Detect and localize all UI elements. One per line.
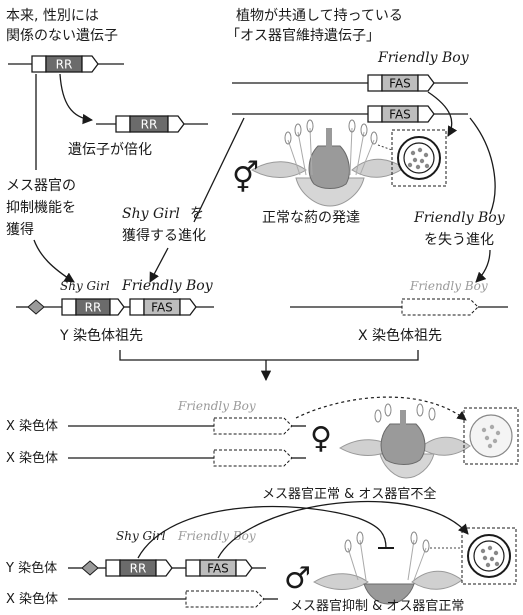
- gene-duplicated-rr: RR: [96, 115, 208, 133]
- gene-fas-upper: FAS: [232, 74, 468, 92]
- arrow-fas-to-anther-male: [217, 500, 469, 559]
- label-friendly-boy-male: Friendly Boy: [177, 529, 256, 543]
- chromosome-x-male: [68, 590, 278, 608]
- anther-crosssection-defective: [463, 407, 519, 465]
- label-y-ancestor: Y 染色体祖先: [59, 327, 143, 344]
- gene-ancestral-rr: RR: [8, 55, 124, 73]
- chromosome-y-ancestor: RR FAS: [16, 298, 214, 316]
- label-x-chrom-male: X 染色体: [6, 591, 58, 607]
- label-common-gene-line1: 植物が共通して持っている: [236, 8, 403, 24]
- label-y-chrom-male: Y 染色体: [5, 560, 57, 576]
- label-normal-anther: 正常な葯の発達: [262, 210, 360, 226]
- arrow-fas-to-anther: [427, 91, 458, 137]
- label-suppress-line3: 獲得: [6, 221, 34, 238]
- flower-female: [338, 403, 471, 479]
- label-friendly-boy-female: Friendly Boy: [177, 399, 256, 413]
- gene-label-rr-y-ancestor: RR: [85, 301, 102, 315]
- label-friendly-boy-x-ancestor: Friendly Boy: [409, 279, 488, 293]
- chromosome-x-ancestor: [290, 298, 508, 316]
- label-friendly-boy-y-ancestor: Friendly Boy: [121, 278, 214, 294]
- bracket-merge: [119, 350, 419, 361]
- gene-fas-lower: FAS: [232, 105, 468, 123]
- gene-label-rr-male: RR: [130, 562, 147, 576]
- line-fb-loss: [469, 117, 496, 215]
- arrow-suppress: [33, 239, 75, 283]
- label-fb-loss-italic: Friendly Boy: [413, 210, 506, 226]
- label-x-chrom-female-1: X 染色体: [6, 418, 58, 434]
- line-shygirl-evolution: [193, 117, 245, 223]
- flower-male: [312, 531, 463, 605]
- label-x-ancestor: X 染色体祖先: [358, 327, 442, 344]
- arrow-shygirl-gain: [149, 247, 169, 283]
- arrow-fb-loss: [475, 249, 491, 283]
- label-female-result: メス器官正常 & オス器官不全: [262, 486, 436, 502]
- label-original-gene-line2: 関係のない遺伝子: [6, 28, 118, 44]
- label-friendly-boy-top: Friendly Boy: [377, 50, 470, 66]
- chromosome-y-male: RR FAS: [68, 559, 266, 577]
- label-shygirl-gain-suffix: を: [190, 206, 204, 222]
- flower-hermaphrodite: [250, 119, 405, 207]
- gene-label-fas-male: FAS: [207, 562, 229, 576]
- arrow-duplication: [59, 73, 94, 125]
- label-shygirl-gain-italic: Shy Girl: [122, 206, 180, 222]
- gene-label-fas-upper: FAS: [389, 77, 411, 91]
- gene-label-fas-lower: FAS: [389, 108, 411, 122]
- label-common-gene-line2: 「オス器官維持遺伝子」: [226, 28, 380, 44]
- gene-label-rr-duplicated: RR: [141, 118, 158, 132]
- label-original-gene-line1: 本来, 性別には: [6, 8, 99, 24]
- label-fb-loss-line2: を失う進化: [424, 232, 494, 248]
- line-shygirl-suppression: [137, 505, 387, 559]
- gene-label-fas-y-ancestor: FAS: [151, 301, 173, 315]
- gene-label-rr-ancestral: RR: [56, 58, 73, 72]
- chromosome-x-female-2: [68, 449, 306, 467]
- label-x-chrom-female-2: X 染色体: [6, 450, 58, 466]
- label-male-result: メス器官抑制 & オス器官正常: [290, 598, 464, 614]
- anther-crosssection-male-normal: [461, 527, 517, 585]
- label-shygirl-gain-line2: 獲得する進化: [122, 227, 206, 244]
- label-suppress-line2: 抑制機能を: [6, 200, 76, 216]
- label-shygirl-y-ancestor: Shy Girl: [60, 279, 110, 293]
- hermaphrodite-symbol: ⚥: [232, 160, 259, 196]
- anther-crosssection-normal: [391, 129, 447, 187]
- label-suppress-line1: メス器官の: [6, 178, 76, 194]
- chromosome-x-female-1: [68, 417, 306, 435]
- arrow-female-dashed: [295, 396, 467, 421]
- male-symbol: ♂: [284, 561, 311, 596]
- female-symbol: ♀: [310, 421, 332, 456]
- label-duplication: 遺伝子が倍化: [68, 142, 152, 158]
